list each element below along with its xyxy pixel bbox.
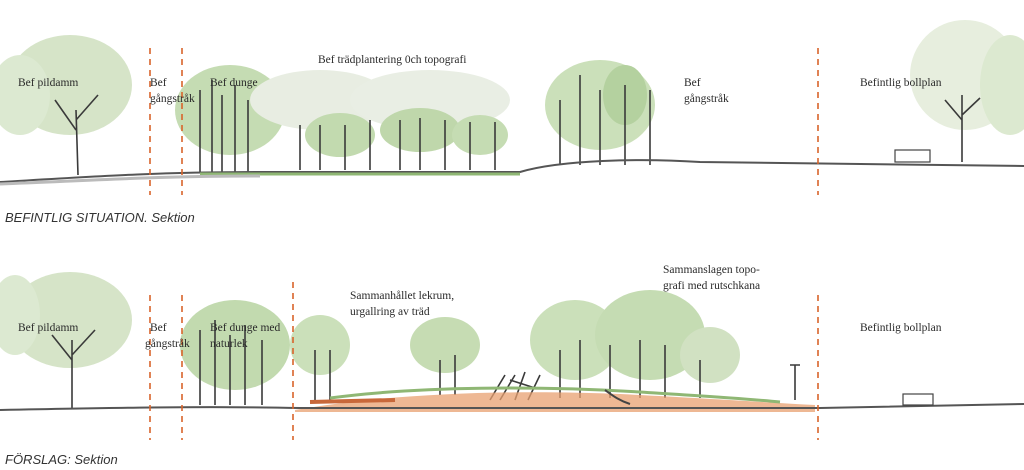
label-proposal-play-2: urgallring av träd bbox=[350, 306, 430, 318]
caption-proposal: FÖRSLAG: Sektion bbox=[5, 452, 118, 467]
label-proposal-play-1: Sammanhållet lekrum, bbox=[350, 290, 455, 302]
label-proposal-grove-1: Bef dunge med bbox=[210, 322, 281, 334]
existing-goal-icon bbox=[894, 149, 931, 163]
label-existing-pond: Bef pildamm bbox=[18, 77, 79, 89]
existing-section bbox=[0, 20, 1024, 195]
label-proposal-field: Befintlig bollplan bbox=[860, 322, 942, 334]
existing-boundaries bbox=[149, 48, 819, 195]
label-existing-path-left-1: Bef bbox=[150, 77, 167, 89]
label-existing-path-right-2: gångstråk bbox=[684, 93, 729, 105]
label-existing-field: Befintlig bollplan bbox=[860, 77, 942, 89]
caption-existing: BEFINTLIG SITUATION. Sektion bbox=[5, 210, 195, 225]
slide-icon bbox=[604, 389, 631, 405]
label-proposal-pond: Bef pildamm bbox=[18, 322, 79, 334]
existing-ground-line bbox=[0, 159, 1024, 183]
label-existing-path-right-1: Bef bbox=[684, 77, 701, 89]
existing-trunks bbox=[54, 75, 981, 176]
proposal-goal-icon bbox=[902, 393, 934, 406]
label-existing-planting: Bef trädplantering 0ch topografi bbox=[318, 54, 467, 66]
label-proposal-path-2: gångstråk bbox=[145, 338, 190, 350]
label-proposal-path-1: Bef bbox=[150, 322, 167, 334]
proposal-section bbox=[0, 272, 1024, 440]
label-proposal-grove-2: naturlek bbox=[210, 338, 248, 350]
label-proposal-topo-2: grafi med rutschkana bbox=[663, 280, 761, 292]
label-existing-path-left-2: gångstråk bbox=[150, 93, 195, 105]
label-proposal-topo-1: Sammanslagen topo- bbox=[663, 264, 760, 276]
proposal-ground-line bbox=[0, 403, 1024, 411]
label-existing-grove: Bef dunge bbox=[210, 77, 258, 89]
proposal-boundaries bbox=[149, 282, 819, 440]
